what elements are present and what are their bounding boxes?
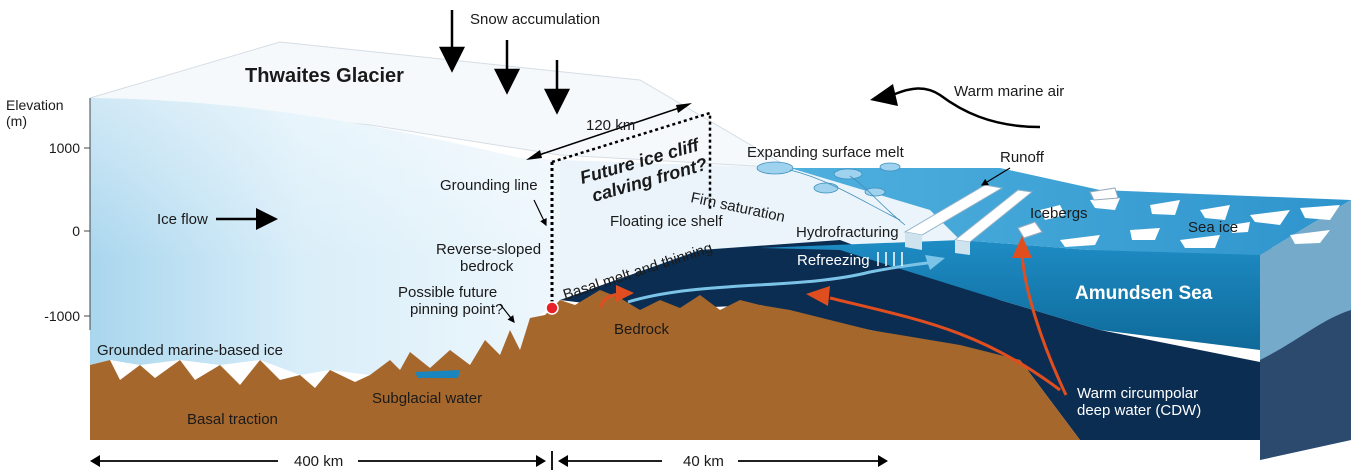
distance-120-label: 120 km: [586, 117, 635, 134]
ice-highlight: [90, 98, 560, 260]
basal-traction-label: Basal traction: [187, 411, 278, 428]
measure-120km-head-left: [526, 150, 542, 160]
basal-melt-arrowhead: [616, 285, 634, 302]
tick-1000: 1000: [49, 140, 80, 156]
distance-right-label: 40 km: [683, 453, 724, 470]
grounded-ice-label: Grounded marine-based ice: [97, 342, 283, 359]
cdw-flow-arrow: [829, 296, 1061, 392]
snow-accumulation-label: Snow accumulation: [470, 11, 600, 28]
expanding-surface-melt-label: Expanding surface melt: [747, 144, 905, 161]
runoff-blocks: [903, 184, 1034, 255]
cdw-upwelling-arrow: [1020, 254, 1068, 396]
hydrofracturing-label: Hydrofracturing: [796, 224, 899, 241]
cdw-line1: Warm circumpolar: [1077, 385, 1198, 402]
warm-air-arrowhead: [870, 84, 898, 106]
page-title: Thwaites Glacier: [245, 65, 404, 87]
distance-scale-heads: [90, 455, 888, 467]
ocean-mid: [760, 240, 1351, 350]
distance-scale: [96, 451, 880, 470]
distance-left-label: 400 km: [294, 453, 343, 470]
warm-marine-air-label: Warm marine air: [954, 83, 1064, 100]
elevation-axis: [84, 98, 91, 330]
measure-120km-head-right: [676, 103, 692, 113]
tick-0: 0: [72, 223, 80, 239]
ocean-deep: [560, 240, 1351, 440]
subglacial-water-label: Subglacial water: [372, 390, 482, 407]
icebergs: [1017, 187, 1119, 239]
warm-air-arrow: [894, 87, 1041, 129]
pinning-pointer: [499, 303, 515, 323]
subglacial-water-pocket: [415, 370, 460, 378]
grounding-line-label: Grounding line: [440, 177, 538, 194]
pinning-line1: Possible future: [398, 284, 497, 301]
ocean-surface: [790, 168, 1351, 255]
cdw-flow-arrowhead: [806, 286, 830, 306]
bedrock-label: Bedrock: [614, 321, 670, 338]
cdw-line2: deep water (CDW): [1077, 402, 1201, 419]
pinning-point-dot: [545, 301, 559, 315]
icebergs-label: Icebergs: [1030, 205, 1088, 222]
refreezing-label: Refreezing: [797, 252, 870, 269]
axis-label-line1: Elevation: [6, 97, 64, 113]
ocean-side-deep: [1260, 310, 1351, 460]
sea-ice-label: Sea ice: [1188, 219, 1238, 236]
axis-label-line2: (m): [6, 113, 27, 129]
refreezing-arrowhead: [925, 255, 945, 270]
ice-flow-label: Ice flow: [157, 211, 208, 228]
grounding-line-pointer: [533, 199, 547, 227]
runoff-label: Runoff: [1000, 149, 1045, 166]
sea-ice-floes: [1040, 198, 1340, 248]
floating-ice-shelf-label: Floating ice shelf: [610, 213, 723, 230]
melt-ponds: [756, 161, 906, 226]
ice-flow-arrowhead: [256, 208, 278, 230]
refreezing-arrow: [627, 260, 936, 304]
hydrofracture-arrows: [877, 252, 903, 266]
amundsen-sea-label: Amundsen Sea: [1075, 283, 1213, 304]
cdw-upwelling-arrowhead: [1012, 236, 1032, 258]
measure-120km: [529, 104, 689, 159]
tick-minus-1000: -1000: [44, 308, 80, 324]
future-cliff-top: [551, 111, 712, 210]
snow-arrows: [438, 10, 571, 115]
reverse-sloped-line1: Reverse-sloped: [436, 241, 541, 258]
bedrock: [90, 290, 1080, 440]
pinning-line2: pinning point?: [410, 301, 503, 318]
runoff-pointer: [980, 167, 1011, 186]
reverse-sloped-line2: bedrock: [460, 258, 514, 275]
